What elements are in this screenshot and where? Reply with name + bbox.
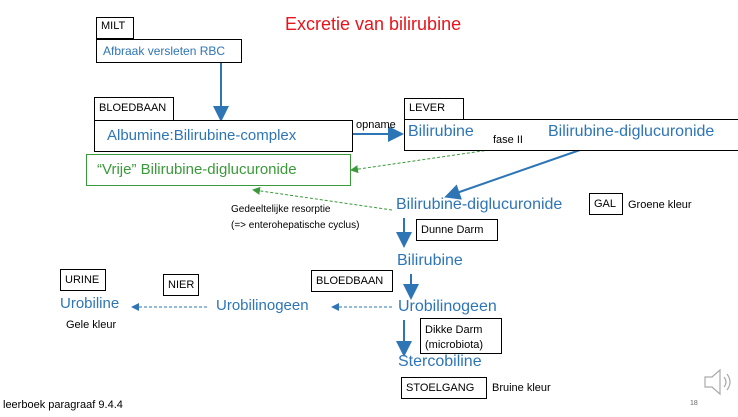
- lever-diglucuronide: Bilirubine-diglucuronide: [548, 123, 715, 140]
- bloedbaan-label: BLOEDBAAN: [94, 97, 174, 121]
- urobiline: Urobiline: [60, 295, 120, 312]
- gal-diglucuronide: Bilirubine-diglucuronide: [396, 196, 563, 213]
- fase-ii-label: fase II: [493, 134, 523, 146]
- page-title: Excretie van bilirubine: [285, 14, 462, 34]
- arrow-resorptie: [252, 186, 393, 211]
- urobilinogeen-darm: Urobilinogeen: [398, 298, 497, 315]
- groene-kleur: Groene kleur: [628, 199, 692, 211]
- stoelgang-label: STOELGANG: [401, 377, 487, 399]
- lever-box: [404, 119, 738, 151]
- gal-label: GAL: [589, 193, 623, 215]
- urine-label: URINE: [60, 269, 106, 291]
- page-number: 18: [690, 400, 698, 407]
- bloedbaan2-label: BLOEDBAAN: [311, 270, 393, 292]
- stercobiline: Stercobiline: [398, 353, 482, 370]
- urobilinogeen-bloed: Urobilinogeen: [216, 297, 309, 314]
- bruine-kleur: Bruine kleur: [492, 382, 551, 394]
- lever-label: LEVER: [404, 98, 464, 120]
- arrow-lever-to-gal: [444, 149, 581, 200]
- opname-label: opname: [356, 119, 396, 131]
- resorptie-line1: Gedeeltelijke resorptie: [231, 204, 331, 215]
- speaker-icon[interactable]: [702, 366, 736, 398]
- dikke-darm-line1: Dikke Darm: [425, 324, 483, 336]
- resorptie-line2: (=> enterohepatische cyclus): [231, 220, 360, 231]
- nier-label: NIER: [163, 274, 199, 296]
- bilirubine-darm: Bilirubine: [397, 252, 463, 269]
- gele-kleur: Gele kleur: [66, 319, 117, 331]
- milt-label: MILT: [96, 17, 134, 39]
- dunne-darm-label: Dunne Darm: [416, 219, 498, 241]
- albumine-complex-box: Albumine:Bilirubine-complex: [94, 120, 353, 152]
- vrije-diglucuronide-box: “Vrije” Bilirubine-diglucuronide: [86, 154, 351, 186]
- lever-bilirubine: Bilirubine: [408, 123, 474, 140]
- footer-reference: leerboek paragraaf 9.4.4: [3, 399, 123, 411]
- milt-rbc-box: Afbraak versleten RBC: [96, 39, 242, 63]
- dikke-darm-box: Dikke Darm (microbiota): [420, 318, 502, 354]
- dikke-darm-line2: (microbiota): [425, 339, 484, 351]
